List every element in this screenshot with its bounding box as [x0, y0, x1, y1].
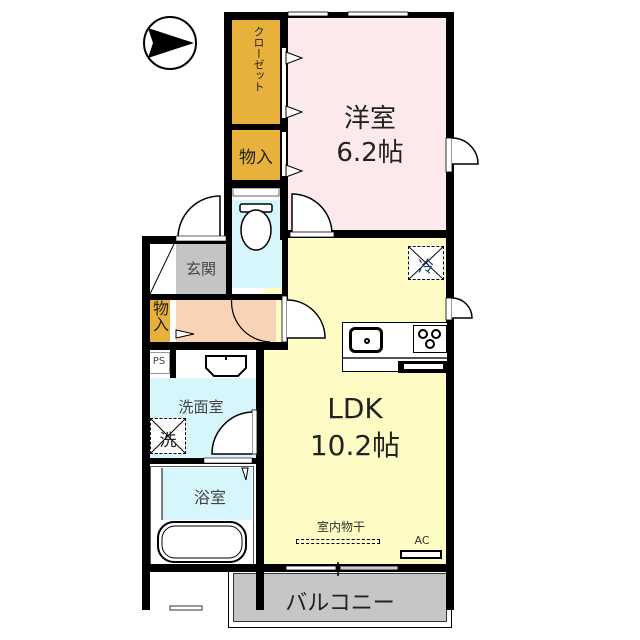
washroom-label: 洗面室 — [178, 398, 224, 416]
wall — [224, 124, 288, 130]
wall — [256, 342, 264, 610]
closet — [232, 20, 280, 124]
pipe-space-label: PS — [152, 356, 166, 367]
ldk-name: LDK — [327, 392, 383, 425]
wall — [224, 12, 288, 20]
wall — [142, 458, 264, 464]
western-room-name: 洋室 — [343, 104, 396, 134]
wall — [286, 230, 450, 238]
balcony: バルコニー — [228, 570, 452, 628]
hall — [176, 300, 276, 342]
bathroom-label: 浴室 — [193, 488, 226, 507]
washer-space: 洗 — [150, 418, 186, 454]
storage-top — [232, 130, 280, 180]
ldk-size: 10.2帖 — [309, 429, 401, 462]
wall — [282, 236, 288, 346]
wall — [142, 342, 288, 350]
storage-left-label: 物入 — [150, 300, 169, 332]
western-room-size: 6.2帖 — [336, 138, 404, 168]
wall — [170, 344, 176, 378]
wall — [142, 294, 288, 300]
bathroom-floor — [162, 468, 252, 520]
wall — [224, 180, 288, 188]
indoor-drying-rod — [296, 539, 380, 544]
kitchen-counter — [342, 322, 448, 373]
western-room — [286, 18, 450, 230]
entrance — [176, 244, 226, 294]
ac-label: AC — [414, 534, 430, 547]
ldk-room — [264, 240, 450, 566]
refrigerator-space: 冷 — [408, 246, 444, 280]
north-arrow-icon — [143, 16, 197, 70]
entrance-label: 玄関 — [185, 260, 216, 278]
compass — [142, 15, 198, 71]
balcony-label: バルコニー — [285, 591, 395, 616]
ac-unit — [400, 550, 442, 559]
stove-icon — [413, 325, 447, 353]
washer-label: 洗 — [159, 431, 177, 451]
indoor-drying-label: 室内物干 — [316, 520, 365, 534]
storage-left — [148, 300, 170, 344]
refrigerator-label: 冷 — [417, 257, 434, 276]
sink-icon — [349, 327, 383, 353]
storage-top-label: 物入 — [239, 148, 273, 168]
wall — [142, 236, 150, 610]
closet-label: クローゼット — [252, 26, 265, 92]
wall — [226, 236, 232, 296]
